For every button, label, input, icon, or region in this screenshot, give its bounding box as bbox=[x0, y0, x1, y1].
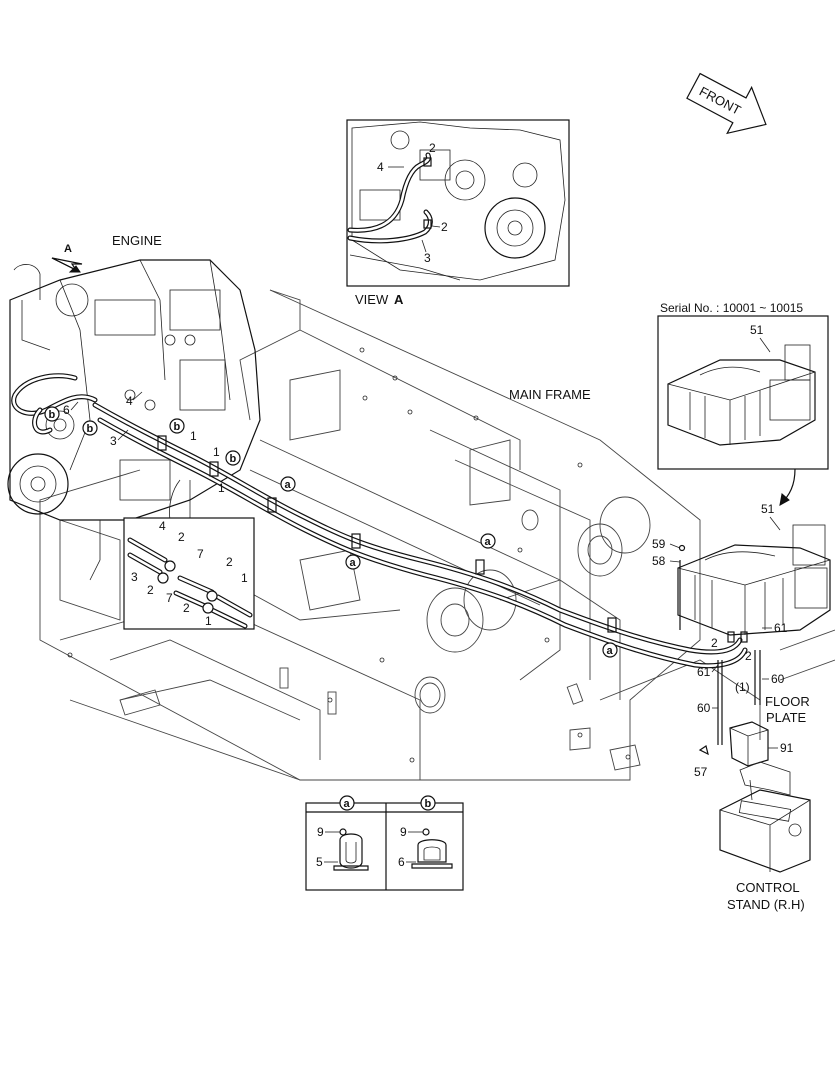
detail-callout-7-a: 7 bbox=[197, 547, 204, 561]
callout-6: 6 bbox=[63, 403, 70, 417]
serial-heater-inset: 51 bbox=[657, 315, 829, 470]
svg-text:b: b bbox=[49, 409, 56, 421]
hose-clamps bbox=[157, 435, 617, 633]
marker-b-3: b bbox=[169, 418, 185, 434]
view-a-callout-2-bottom: 2 bbox=[441, 220, 448, 234]
callout-57: 57 bbox=[694, 765, 708, 779]
view-a-inset: 4 2 2 3 bbox=[346, 119, 570, 287]
svg-text:b: b bbox=[230, 453, 237, 465]
main-frame-label: MAIN FRAME bbox=[509, 387, 591, 402]
callout-2-heater-b: 2 bbox=[745, 649, 752, 663]
view-a-callout-4: 4 bbox=[377, 160, 384, 174]
legend-a-callout-9: 9 bbox=[317, 825, 324, 839]
part-57 bbox=[698, 745, 709, 756]
marker-b-2: b bbox=[82, 420, 98, 436]
floor-plate-label-1: FLOOR bbox=[765, 694, 810, 709]
main-frame bbox=[39, 289, 835, 781]
control-stand-label-1: CONTROL bbox=[736, 880, 800, 895]
floor-plate-label-2: PLATE bbox=[766, 710, 807, 725]
detail-callout-3: 3 bbox=[131, 570, 138, 584]
heater-unit bbox=[677, 524, 831, 643]
detail-callout-2-b: 2 bbox=[147, 583, 154, 597]
detail-callout-1-a: 1 bbox=[241, 571, 248, 585]
engine-illustration bbox=[7, 259, 261, 581]
control-stand bbox=[719, 761, 811, 873]
callout-51: 51 bbox=[761, 502, 775, 516]
heater-hoses bbox=[11, 373, 761, 745]
callout-1-c: 1 bbox=[218, 481, 225, 495]
marker-a-2: a bbox=[345, 554, 361, 570]
view-a-label: VIEW bbox=[355, 292, 389, 307]
detail-callout-2-c: 2 bbox=[226, 555, 233, 569]
detail-callout-7-b: 7 bbox=[166, 591, 173, 605]
svg-text:a: a bbox=[350, 557, 357, 569]
callout-3: 3 bbox=[110, 434, 117, 448]
callout-1-a: 1 bbox=[213, 445, 220, 459]
marker-a-4: a bbox=[602, 642, 618, 658]
clamp-legend: a 9 5 b 9 6 bbox=[305, 795, 464, 891]
marker-b-1: b bbox=[44, 406, 60, 422]
serial-callout-51: 51 bbox=[750, 323, 764, 337]
callout-58: 58 bbox=[652, 554, 666, 568]
marker-a-1: a bbox=[280, 476, 296, 492]
legend-b-callout-6: 6 bbox=[398, 855, 405, 869]
legend-clamp-a: a 9 5 bbox=[316, 795, 369, 871]
arrow-a-label: A bbox=[64, 243, 72, 255]
hose-joint-detail-inset: 4 3 2 2 7 7 2 2 1 1 bbox=[123, 517, 255, 630]
marker-a-3: a bbox=[480, 533, 496, 549]
callout-4: 4 bbox=[126, 394, 133, 408]
view-a-callout-2-top: 2 bbox=[429, 141, 436, 155]
callout-91: 91 bbox=[780, 741, 794, 755]
legend-b-callout-9: 9 bbox=[400, 825, 407, 839]
svg-text:b: b bbox=[87, 423, 94, 435]
detail-callout-2-a: 2 bbox=[178, 530, 185, 544]
detail-callout-1-b: 1 bbox=[205, 614, 212, 628]
front-arrow: FRONT bbox=[686, 72, 767, 135]
front-label: FRONT bbox=[697, 83, 744, 117]
callout-2-heater-a: 2 bbox=[711, 636, 718, 650]
svg-text:b: b bbox=[174, 421, 181, 433]
svg-text:a: a bbox=[344, 798, 351, 810]
engine-label: ENGINE bbox=[112, 233, 162, 248]
clamp-markers: b b b b a a a a bbox=[44, 406, 618, 658]
callout-61-b: 61 bbox=[697, 665, 711, 679]
callout-60-a: 60 bbox=[771, 672, 785, 686]
legend-a-callout-5: 5 bbox=[316, 855, 323, 869]
svg-text:a: a bbox=[285, 479, 292, 491]
view-a-letter: A bbox=[394, 292, 404, 307]
svg-text:b: b bbox=[425, 798, 432, 810]
detail-callout-4: 4 bbox=[159, 519, 166, 533]
callout-1-b: 1 bbox=[190, 429, 197, 443]
callout-61-a: 61 bbox=[774, 621, 788, 635]
callout-60-b: 60 bbox=[697, 701, 711, 715]
serial-label: Serial No. : 10001 ~ 10015 bbox=[660, 301, 803, 315]
paren-1: (1) bbox=[735, 680, 750, 694]
switch-part-91 bbox=[729, 721, 769, 767]
control-stand-label-2: STAND (R.H) bbox=[727, 897, 805, 912]
view-a-callout-3: 3 bbox=[424, 251, 431, 265]
callout-59: 59 bbox=[652, 537, 666, 551]
svg-text:a: a bbox=[485, 536, 492, 548]
detail-callout-2-d: 2 bbox=[183, 601, 190, 615]
svg-text:a: a bbox=[607, 645, 614, 657]
marker-b-4: b bbox=[225, 450, 241, 466]
legend-clamp-b: b 9 6 bbox=[398, 795, 453, 869]
